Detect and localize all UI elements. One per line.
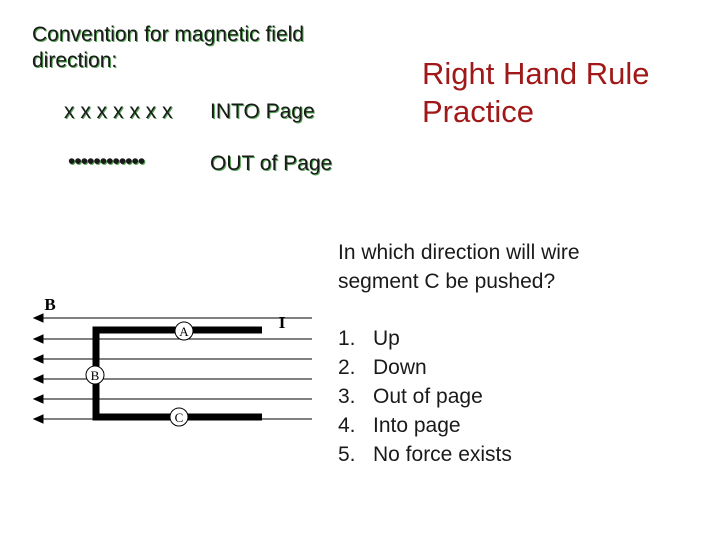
answer-option[interactable]: 2. Down [338,353,512,382]
slide-title-line2: Practice [422,94,534,129]
option-label: Down [373,356,427,379]
field-arrowhead [32,374,44,384]
field-arrowhead [32,354,44,364]
current-label: I [279,313,286,332]
option-number: 1. [338,327,356,350]
field-label: B [44,295,55,314]
wire-field-diagram: B I A B C [32,295,312,427]
option-number: 3. [338,385,356,408]
segment-a-label: A [179,324,189,339]
answer-option[interactable]: 3. Out of page [338,382,512,411]
out-of-page-symbols: •••••••••••• [68,150,145,173]
answer-option[interactable]: 1. Up [338,324,512,353]
segment-b-label: B [91,368,100,383]
field-arrowhead [32,414,44,424]
into-page-symbols: x x x x x x x [64,100,173,123]
answer-options: 1. Up 2. Down 3. Out of page 4. Into page 5.… [338,324,512,469]
slide-title: Right Hand Rule Practice [422,55,712,131]
out-of-page-label: OUT of Page [210,152,333,175]
option-label: No force exists [373,443,512,466]
magnetic-field-lines [32,313,312,424]
field-arrowhead [32,313,44,323]
into-page-label: INTO Page [210,100,315,123]
field-arrowhead [32,394,44,404]
option-label: Out of page [373,385,483,408]
option-number: 4. [338,414,356,437]
segment-b-marker [85,365,105,385]
segment-c-marker [169,407,189,427]
answer-option[interactable]: 4. Into page [338,411,512,440]
segment-a-marker [174,321,194,341]
question-text: In which direction will wire segment C b… [338,241,580,293]
option-label: Into page [373,414,461,437]
option-number: 2. [338,356,356,379]
current-wire [92,326,262,421]
option-number: 5. [338,443,356,466]
convention-heading: Convention for magnetic field direction: [32,23,304,72]
option-label: Up [373,327,400,350]
field-arrowhead [32,334,44,344]
answer-option[interactable]: 5. No force exists [338,440,512,469]
segment-c-label: C [175,410,184,425]
slide-title-line1: Right Hand Rule [422,56,650,91]
